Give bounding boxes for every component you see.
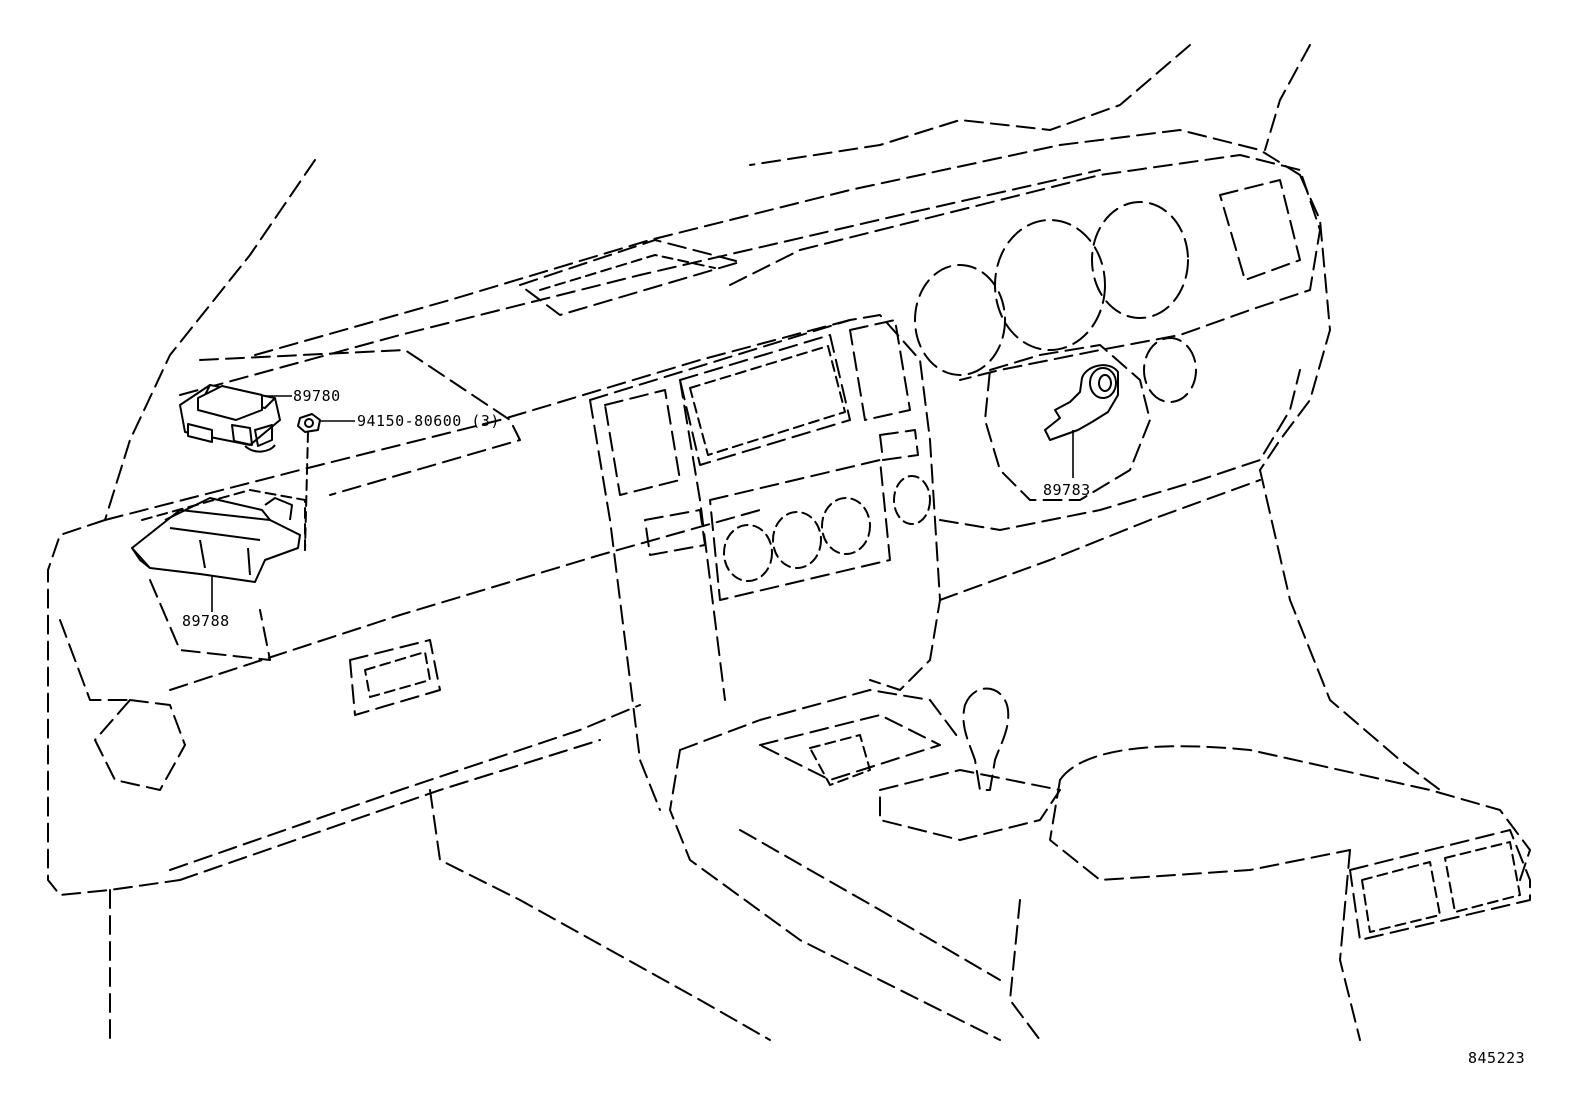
rear-vent-right bbox=[1444, 841, 1521, 913]
cluster-right-vent bbox=[1219, 179, 1301, 281]
dash-right-lower bbox=[939, 369, 1301, 531]
gauge-right bbox=[1091, 201, 1189, 319]
center-display bbox=[679, 334, 851, 466]
part-89788-bracket bbox=[131, 497, 301, 583]
steering-column-cover bbox=[984, 344, 1151, 501]
floor-line-right bbox=[1009, 899, 1041, 1041]
label-89788: 89788 bbox=[182, 612, 230, 630]
gauge-left bbox=[914, 264, 1006, 376]
climate-knob-1 bbox=[723, 524, 773, 582]
console-front bbox=[679, 689, 961, 751]
part-94150-nut bbox=[297, 413, 321, 433]
dash-right-bottom bbox=[939, 479, 1261, 601]
climate-panel bbox=[709, 459, 891, 601]
rear-vent-left bbox=[1361, 861, 1441, 933]
glovebox-handle bbox=[349, 639, 441, 716]
bracket-dashed-box bbox=[141, 489, 306, 551]
cupholder-cup bbox=[809, 734, 871, 786]
windshield-top-edge bbox=[749, 44, 1191, 166]
dash-left-end-inner bbox=[94, 699, 186, 791]
right-vent bbox=[849, 319, 911, 421]
dash-defroster-vent-inner bbox=[539, 254, 716, 291]
dash-right-edge bbox=[1259, 174, 1331, 471]
dash-top-line-2 bbox=[179, 169, 1101, 396]
armrest bbox=[1059, 745, 1531, 881]
climate-knob-4 bbox=[893, 475, 931, 525]
center-display-inner bbox=[689, 345, 846, 456]
floor-line-center bbox=[429, 789, 771, 1041]
console-cupholder bbox=[759, 714, 941, 781]
dash-left-end bbox=[47, 519, 181, 896]
gauge-center bbox=[994, 219, 1106, 351]
label-89783: 89783 bbox=[1043, 481, 1091, 499]
center-stack-outline bbox=[589, 314, 941, 691]
ignition-ring bbox=[1143, 337, 1197, 403]
dash-bottom-line bbox=[169, 704, 641, 871]
dash-left-lower bbox=[59, 619, 131, 701]
armrest-lower bbox=[1049, 779, 1351, 881]
windshield-pillar bbox=[104, 159, 316, 521]
glovebox-panel bbox=[149, 579, 271, 661]
dash-mid-line bbox=[169, 509, 761, 691]
console-rear bbox=[1339, 849, 1361, 1041]
shifter-boot bbox=[879, 769, 1061, 841]
cluster-hood bbox=[729, 154, 1321, 381]
climate-knob-2 bbox=[772, 511, 822, 569]
part-89783-sensor bbox=[1044, 364, 1119, 441]
dash-glovebox-line bbox=[104, 319, 851, 521]
windshield-right bbox=[1264, 44, 1311, 151]
rear-vent-panel bbox=[1349, 829, 1531, 941]
center-stack-inner-left bbox=[679, 379, 726, 701]
console-side-2 bbox=[739, 829, 1001, 981]
glovebox-handle-inner bbox=[364, 651, 431, 698]
right-body-line bbox=[1259, 469, 1441, 791]
center-stack-left bbox=[589, 399, 661, 811]
part-89780-module bbox=[179, 384, 281, 453]
console-side bbox=[669, 749, 1001, 1041]
label-89780: 89780 bbox=[293, 387, 341, 405]
dash-left-pocket bbox=[199, 349, 521, 496]
dash-top-line bbox=[254, 129, 1301, 356]
illustration-code: 845223 bbox=[1468, 1049, 1526, 1067]
switch-block bbox=[879, 429, 919, 461]
left-vent bbox=[604, 389, 681, 496]
hazard-button bbox=[644, 509, 706, 556]
climate-knob-3 bbox=[821, 497, 871, 555]
dash-lower-edge bbox=[179, 739, 601, 881]
label-94150: 94150-80600 (3) bbox=[357, 412, 500, 430]
dash-defroster-vent bbox=[519, 239, 741, 316]
shifter-knob bbox=[962, 687, 1010, 791]
